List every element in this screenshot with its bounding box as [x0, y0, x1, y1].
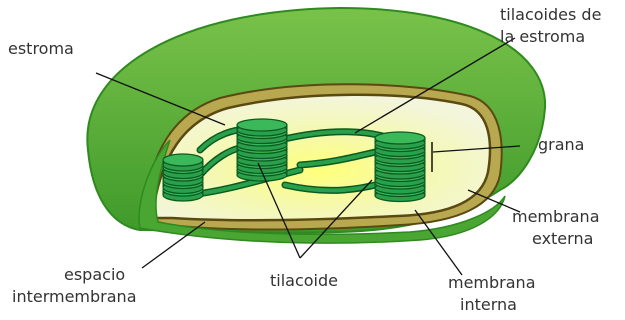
label-estroma: estroma	[8, 38, 74, 60]
label-espacio-line1: espacio	[64, 264, 125, 286]
thylakoid-disc	[375, 132, 425, 144]
thylakoid-disc	[237, 119, 287, 131]
granum-right	[375, 132, 425, 202]
label-membrana-interna-line1: membrana	[448, 272, 536, 294]
label-tilacoides-estroma-line2: la estroma	[500, 26, 585, 48]
label-membrana-interna-line2: interna	[460, 294, 517, 316]
label-tilacoides-estroma-line1: tilacoides de	[500, 4, 601, 26]
label-tilacoide: tilacoide	[270, 270, 338, 292]
label-membrana-externa-line1: membrana	[512, 206, 600, 228]
label-membrana-externa-line2: externa	[532, 228, 593, 250]
label-grana: grana	[538, 134, 584, 156]
label-espacio-line2: intermembrana	[12, 286, 137, 308]
thylakoid-disc	[163, 154, 203, 166]
granum-left	[163, 154, 203, 201]
